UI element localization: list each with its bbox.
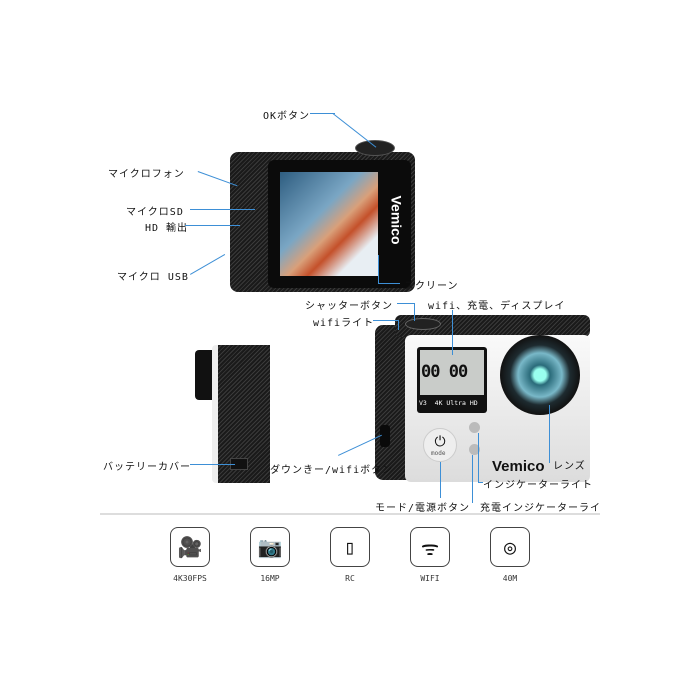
side-port: [380, 425, 390, 447]
label-down-wifi-button: ダウンきー/wifiボタン: [270, 465, 394, 476]
label-indicator-light: インジケーターライト: [483, 480, 593, 491]
feature-label: WIFI: [420, 574, 440, 583]
camera-icon: 📷: [257, 535, 283, 559]
ok-button: [355, 140, 395, 156]
feature-label: 4K30FPS: [173, 574, 207, 583]
wifi-icon: ᯤ: [420, 535, 440, 560]
label-battery-cover: バッテリーカバー: [103, 462, 191, 473]
feature-wifi-icon: ᯤ: [410, 527, 450, 567]
feature-label: 40M: [502, 574, 518, 583]
feature-label: 16MP: [260, 574, 280, 583]
snorkel-mask-icon: ◎: [503, 535, 517, 559]
feature-remote-icon: ▯: [330, 527, 370, 567]
screen-image: [280, 172, 378, 276]
indicator-light: [469, 422, 480, 433]
label-lens: レンズ: [553, 461, 586, 472]
video-camera-icon: 🎥: [177, 535, 203, 559]
mode-text: mode: [431, 450, 446, 457]
shutter-button: [405, 318, 441, 330]
label-micro-sd: マイクロSD: [126, 207, 184, 218]
lens: [500, 335, 580, 415]
front-body-top: [395, 315, 590, 337]
lcd-inner: [420, 350, 484, 395]
label-shutter: シャッターボタン: [305, 301, 393, 312]
label-microphone: マイクロフォン: [108, 169, 185, 180]
lcd-time: 00 00: [421, 362, 468, 382]
feature-camera-icon: 📷: [250, 527, 290, 567]
brand-logo: Vemico: [492, 458, 545, 475]
charge-indicator-light: [469, 444, 480, 455]
mode-power-button: ⏻: [423, 428, 457, 462]
label-micro-usb: マイクロ USB: [117, 272, 189, 283]
label-charge-indicator: 充電インジケーターライ: [480, 503, 601, 514]
lcd-footer: V3 4K Ultra HD: [419, 399, 478, 407]
label-hd-out: HD 輸出: [145, 223, 189, 234]
feature-snorkel-mask-icon: ◎: [490, 527, 530, 567]
brand-logo-vertical: Vemico: [388, 195, 405, 245]
label-ok-button: OKボタン: [263, 111, 311, 122]
label-screen: スクリーン: [404, 281, 459, 292]
label-wifi-display: wifi、充電、ディスプレイ: [428, 301, 566, 312]
divider: [100, 513, 600, 515]
feature-label: RC: [345, 574, 355, 583]
remote-icon: ▯: [343, 535, 357, 559]
feature-video-camera-icon: 🎥: [170, 527, 210, 567]
label-wifi-light: wifiライト: [313, 318, 375, 329]
label-mode-power: モード/電源ボタン: [375, 503, 471, 514]
